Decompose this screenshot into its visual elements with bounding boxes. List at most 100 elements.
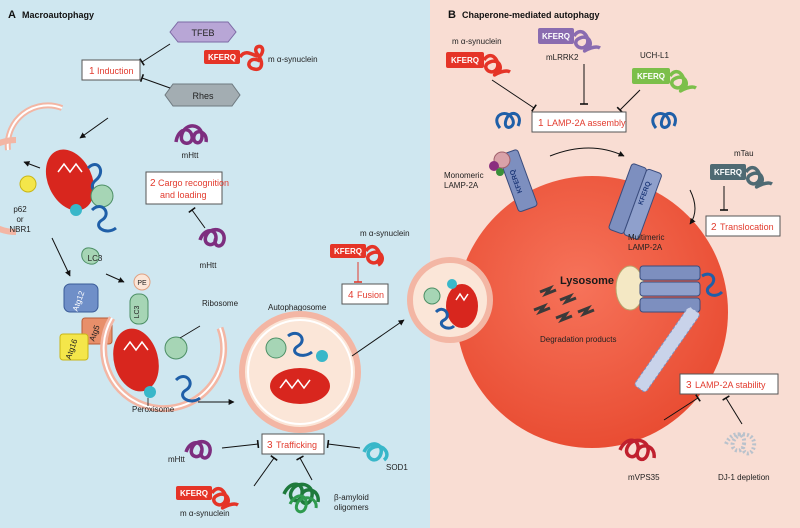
tfeb-inhibit-line [139,43,171,66]
lamp2a-subunit-2 [623,168,662,240]
kferq-tag-uchl1 [632,68,670,84]
translocation-box [705,215,781,237]
mhtt-cargo-label: mHtt [200,261,218,270]
assembly-box [531,111,627,133]
monomeric-lamp2a: KFERQ [498,149,538,212]
deg-fragment-2 [559,292,577,306]
peroxisome-autophagosome [316,350,328,362]
monomeric-label-1: Monomeric [444,171,484,180]
amyloid-protein-2 [288,494,318,514]
degrading-lamp2a [634,306,700,393]
trafficking-box [261,433,325,455]
dj1-protein [724,432,757,456]
pe-circle [133,273,151,291]
mitochondrion-cargo [45,149,95,211]
mitochondrion-forming [113,328,159,392]
fusion-number: 4 [348,290,354,301]
lrrk2-label: mLRRK2 [546,53,579,62]
multimeric-lamp2a-complex [639,265,724,313]
mtau-protein [744,165,773,189]
mhtt-protein-traffic [184,439,212,460]
multimeric-lamp2a-top: KFERQ [608,163,662,240]
pe-label: PE [137,280,147,287]
kferq-tag-cma-asyn [446,52,484,68]
asyn-protein-bottom [210,486,239,510]
degrading-lamp2a-body [634,306,700,393]
asyn-bottom-label: m α-synuclein [180,509,230,518]
atg16-shape [59,333,89,361]
asyn-top-label: m α-synuclein [268,55,318,64]
multi-substrate-protein [651,111,677,129]
protein-aggregate-autophagosome [287,331,313,357]
amyloid-traffic-inhibit [296,455,313,481]
ribosome-label: Ribosome [202,299,239,308]
kferq-fusion-label: KFERQ [334,247,362,256]
cargo-arrow [23,161,41,169]
asyn-traffic-inhibit [253,455,278,487]
kferq-lrrk2-label: KFERQ [542,32,570,41]
p62-marker [19,175,37,193]
chaperone-dot-1 [489,161,499,171]
lysosome-label: Lysosome [560,275,614,287]
cargo-text-2: and loading [160,190,207,200]
peroxisome-cargo [70,204,82,216]
rhes-label: Rhes [192,91,214,101]
mito-cristae-forming [123,340,149,352]
kferq-mtau-label: KFERQ [714,168,742,177]
translocation-text: Translocation [720,222,774,232]
p62-label-3: NBR1 [9,225,31,234]
asyn-protein-fusion [364,244,384,267]
tfeb-hexagon [169,21,237,43]
vps35-protein [618,438,656,462]
asyn-assembly-inhibit [491,79,537,112]
autolysosome-mito [446,284,478,328]
rhes-inhibit-line [139,73,171,89]
to-fusion-arrow [351,319,405,357]
mito-cristae-autophagosome [279,378,311,390]
ribosome-autophagosome [265,337,287,359]
mono-substrate-protein [495,111,521,129]
sod1-label: SOD1 [386,463,408,472]
panel-a-macroautophagy: A Macroautophagy TFEB Rhes 1 Induction K… [0,0,430,528]
multimeric-label-2: LAMP-2A [628,243,663,252]
panel-b-title: Chaperone-mediated autophagy [462,10,600,20]
cargo-text-1: Cargo recognition [158,178,229,188]
kferq-cma-asyn-label: KFERQ [451,56,479,65]
lc3-lipidation-arrow [105,273,125,283]
p62-label-1: p62 [13,205,27,214]
atg12-shape [63,283,99,313]
deg-fragment-4 [555,310,573,324]
ribosome-cargo [90,184,114,208]
asyn-protein-top [238,44,265,72]
uchl1-label: UCH-L1 [640,51,669,60]
autophagosome-label: Autophagosome [268,303,327,312]
panel-b-letter: B [448,9,456,21]
mhtt-cargo-inhibit [188,207,206,229]
multimeric-label-1: Multimeric [628,233,664,242]
trafficking-number: 3 [267,440,273,451]
sod1-protein [362,442,389,462]
assembly-number: 1 [538,118,544,129]
autolysosome [407,257,493,343]
assembly-text: LAMP-2A assembly [547,118,626,128]
lc3-bound-label: LC3 [134,305,141,318]
fusion-asyn-label: m α-synuclein [360,229,410,238]
amyloid-label-1: β-amyloid [334,493,369,502]
kferq-tag-top [204,50,240,64]
stability-number: 3 [686,380,692,391]
mhtt-traffic-inhibit [221,439,260,449]
panel-a-letter: A [8,9,16,21]
degradation-label: Degradation products [540,335,617,344]
deg-fragment-1 [539,284,557,298]
rhes-hexagon [164,83,241,107]
fusion-text: Fusion [357,290,384,300]
translocation-number: 2 [711,222,717,233]
lc3-bound-shape [129,293,149,325]
ribosome-pointer [179,325,201,339]
mito-cristae-cargo [57,162,83,174]
peroxisome-forming [144,386,156,398]
vps35-label: mVPS35 [628,473,660,482]
kferq-tag-bottom [176,486,212,500]
